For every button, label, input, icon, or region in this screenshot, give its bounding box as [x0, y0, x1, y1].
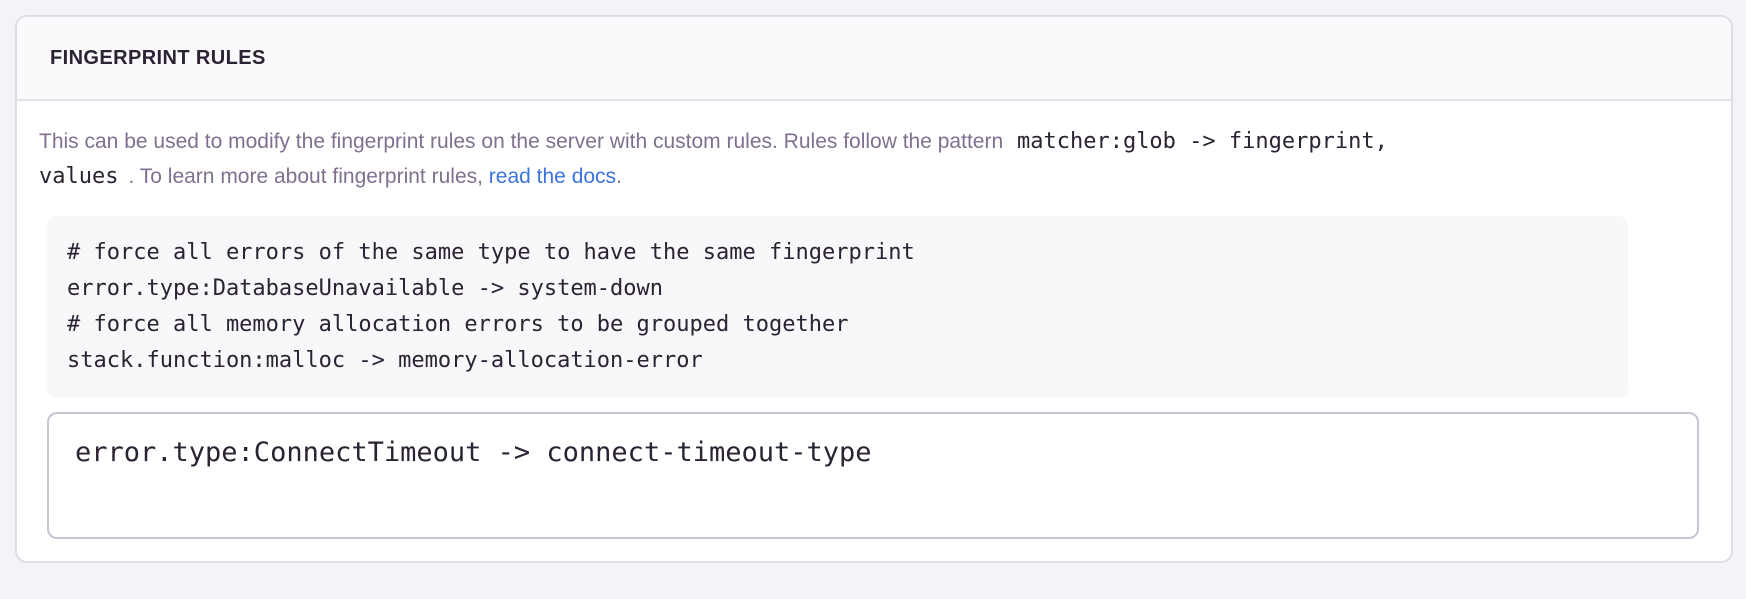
- example-code-line: stack.function:malloc -> memory-allocati…: [67, 348, 703, 373]
- example-code-block: # force all errors of the same type to h…: [47, 216, 1628, 398]
- panel-header: FINGERPRINT RULES: [17, 17, 1731, 101]
- read-the-docs-link[interactable]: read the docs: [488, 165, 617, 188]
- description-text-2: . To learn more about fingerprint rules,: [128, 165, 483, 188]
- panel-body: This can be used to modify the fingerpri…: [17, 101, 1731, 561]
- description: This can be used to modify the fingerpri…: [39, 124, 1699, 194]
- description-suffix: .: [616, 165, 622, 188]
- description-text: This can be used to modify the fingerpri…: [39, 130, 1004, 153]
- example-code-line: # force all errors of the same type to h…: [67, 240, 915, 265]
- fingerprint-rules-panel: FINGERPRINT RULES This can be used to mo…: [15, 15, 1733, 563]
- page-background: FINGERPRINT RULES This can be used to mo…: [0, 15, 1746, 563]
- example-code-line: error.type:DatabaseUnavailable -> system…: [67, 276, 664, 301]
- panel-title: FINGERPRINT RULES: [50, 47, 266, 69]
- description-line-1: This can be used to modify the fingerpri…: [39, 124, 1699, 159]
- example-code-line: # force all memory allocation errors to …: [67, 312, 849, 337]
- fingerprint-rules-input[interactable]: error.type:ConnectTimeout -> connect-tim…: [47, 412, 1699, 539]
- description-line-2: values . To learn more about fingerprint …: [39, 159, 1699, 194]
- inline-code-pattern: matcher:glob -> fingerprint,: [1016, 129, 1388, 154]
- inline-code-values: values: [39, 164, 119, 189]
